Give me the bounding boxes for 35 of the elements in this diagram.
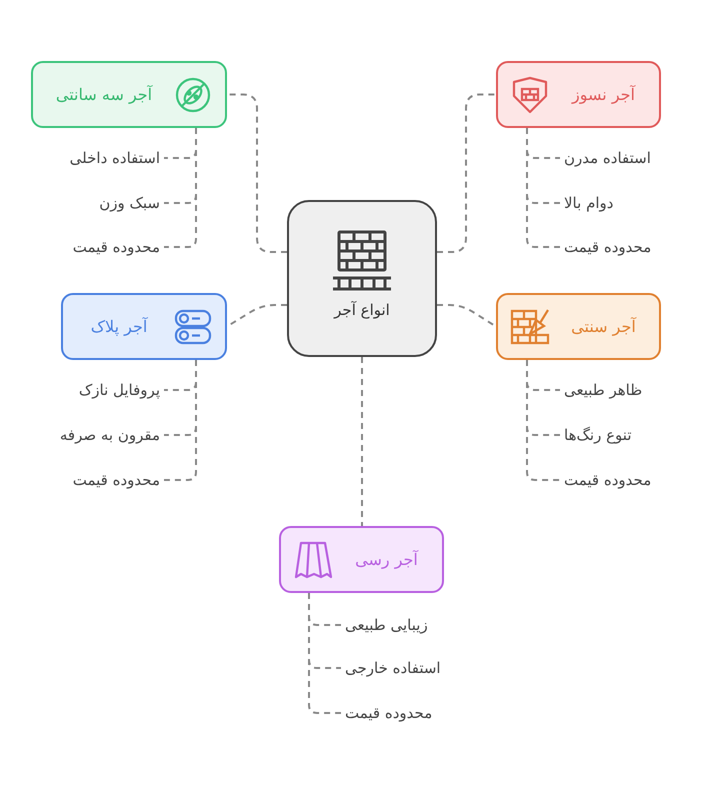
connector-line xyxy=(437,94,496,253)
feature-text: مقرون به صرفه xyxy=(60,425,160,445)
feature-text: محدوده قیمت xyxy=(564,237,652,257)
category-label: آجر رسی xyxy=(354,550,420,570)
feature-text: تنوع رنگ‌ها xyxy=(564,425,632,445)
category-label: آجر نسوز xyxy=(570,84,636,104)
feature-text: محدوده قیمت xyxy=(72,470,160,490)
feature-text: استفاده خارجی xyxy=(345,658,441,678)
category-label: آجر پلاک xyxy=(90,316,149,336)
category-box xyxy=(287,200,437,357)
feature-text: ظاهر طبیعی xyxy=(564,380,642,400)
feature-text: محدوده قیمت xyxy=(72,237,160,257)
connector-line xyxy=(164,360,197,481)
connector-line xyxy=(526,128,560,248)
feature-text: زیبایی طبیعی xyxy=(345,615,428,635)
category-box xyxy=(496,293,661,360)
category-label: آجر سه سانتی xyxy=(54,84,154,104)
feature-text: پروفایل نازک xyxy=(78,380,160,400)
feature-text: استفاده داخلی xyxy=(70,148,160,168)
category-label: انواع آجر xyxy=(332,301,391,319)
category-box xyxy=(61,293,227,360)
connector-line xyxy=(526,360,560,481)
feature-text: استفاده مدرن xyxy=(564,148,651,168)
connector-line xyxy=(361,357,363,526)
category-label: آجر سنتی xyxy=(570,316,638,336)
connector-line xyxy=(227,94,287,253)
category-box xyxy=(31,61,227,128)
category-box xyxy=(496,61,661,128)
feature-text: محدوده قیمت xyxy=(564,470,652,490)
connector-line xyxy=(164,128,197,248)
feature-text: محدوده قیمت xyxy=(345,703,432,723)
connector-line xyxy=(308,593,341,714)
feature-text: سبک وزن xyxy=(99,193,160,213)
feature-text: دوام بالا xyxy=(564,193,614,213)
category-box xyxy=(279,526,444,593)
